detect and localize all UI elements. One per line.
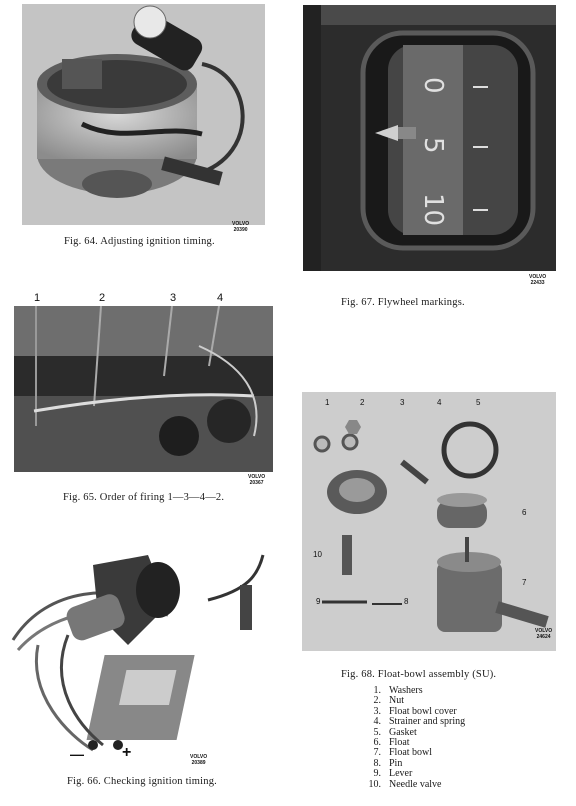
fig68-callout-9: 9 — [316, 597, 321, 606]
distributor-illustration — [22, 4, 265, 225]
flywheel-mark-0: 0 — [418, 77, 448, 94]
legend-label: Pin — [389, 757, 403, 769]
legend-item: 1. Washers — [357, 685, 465, 696]
fig66-minus: — — [70, 746, 84, 762]
fig68-photo — [302, 392, 556, 651]
legend-item: 10. Needle valve — [357, 778, 465, 790]
legend-number: 7. — [373, 747, 382, 759]
fig65-caption: Fig. 65. Order of firing 1—3—4—2. — [63, 492, 225, 503]
fig67-caption: Fig. 67. Flywheel markings. — [341, 297, 465, 308]
fig68-callout-3: 3 — [400, 398, 405, 407]
fig68-callout-5: 5 — [476, 398, 481, 407]
fig65-cyl-3: 3 — [170, 292, 177, 304]
legend-item: 6. Float — [357, 737, 465, 749]
fig64-photo — [22, 4, 265, 225]
fig65-cyl-4: 4 — [217, 292, 224, 304]
flywheel-mark-10: 10 — [418, 193, 448, 226]
fig68-callout-6: 6 — [522, 508, 527, 517]
flywheel-mark-5: 5 — [418, 137, 448, 154]
fig67-photo: 0 5 10 — [303, 5, 556, 271]
fig68-callout-1: 1 — [325, 398, 330, 407]
legend-label: Lever — [389, 768, 413, 780]
fig65-cyl-2: 2 — [99, 292, 106, 304]
legend-number: 1. — [373, 685, 382, 696]
legend-item: 8. Pin — [357, 757, 465, 769]
fig64-caption: Fig. 64. Adjusting ignition timing. — [64, 236, 215, 247]
legend-number: 3. — [373, 705, 382, 717]
legend-label: Strainer and spring — [389, 716, 466, 728]
fig65-cyl-1: 1 — [34, 292, 41, 304]
legend-number: 9. — [373, 768, 382, 780]
fig68-callout-7: 7 — [522, 578, 527, 587]
legend-label: Float bowl — [389, 747, 433, 759]
fig66-caption: Fig. 66. Checking ignition timing. — [67, 776, 218, 787]
fig68-callout-10: 10 — [313, 550, 322, 559]
legend-label: Nut — [389, 695, 404, 707]
legend-label: Float — [389, 737, 410, 749]
legend-number: 8. — [373, 757, 382, 769]
fig68-callout-8: 8 — [404, 597, 409, 606]
legend-label: Washers — [389, 685, 423, 696]
legend-number: 10. — [368, 778, 382, 790]
legend-label: Needle valve — [389, 778, 442, 790]
fig65-photo — [14, 306, 273, 472]
legend-item: 3. Float bowl cover — [357, 705, 465, 717]
legend-item: 9. Lever — [357, 768, 465, 780]
fig68-callout-4: 4 — [437, 398, 442, 407]
flywheel-illustration: 0 5 10 — [303, 5, 556, 271]
legend-number: 2. — [373, 695, 382, 707]
legend-number: 4. — [373, 716, 382, 728]
timing-light-illustration — [11, 554, 265, 752]
fig68-legend: 1. Washers 2. Nut 3. Float bowl cover 4. Strain… — [357, 685, 466, 790]
fig68-callout-2: 2 — [360, 398, 365, 407]
fig68-caption: Fig. 68. Float-bowl assembly (SU). — [341, 669, 497, 680]
fig66-photo — [8, 545, 280, 767]
float-bowl-illustration — [302, 392, 556, 651]
fig66-plus: + — [122, 744, 132, 761]
legend-item: 7. Float bowl — [357, 747, 465, 759]
legend-label: Float bowl cover — [389, 705, 457, 717]
engine-illustration — [14, 306, 273, 472]
legend-item: 5. Gasket — [357, 726, 465, 738]
legend-label: Gasket — [389, 726, 417, 738]
legend-item: 4. Strainer and spring — [357, 716, 466, 728]
legend-item: 2. Nut — [357, 695, 465, 707]
legend-number: 6. — [373, 737, 382, 749]
legend-number: 5. — [373, 726, 382, 738]
